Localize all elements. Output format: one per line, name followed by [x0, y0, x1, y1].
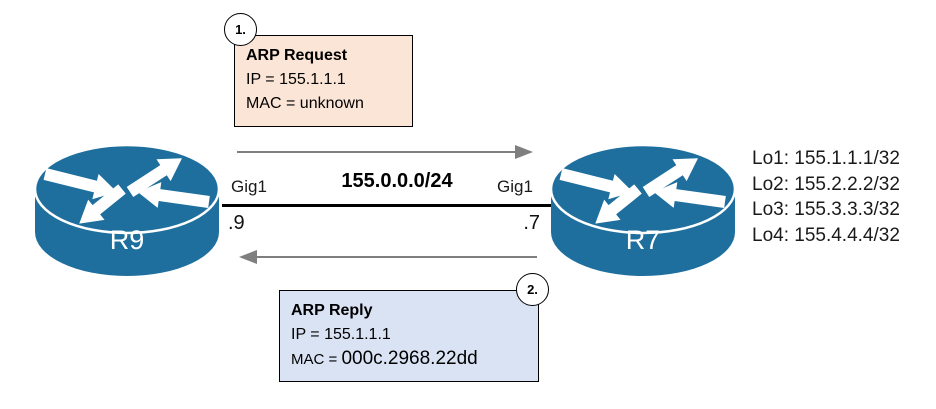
arp-request-arrowhead-icon — [515, 145, 533, 159]
loopback-list: Lo1: 155.1.1.1/32 Lo2: 155.2.2.2/32 Lo3:… — [752, 146, 900, 248]
loopback-item: Lo2: 155.2.2.2/32 — [752, 173, 900, 195]
loopback-item: Lo3: 155.3.3.3/32 — [752, 199, 900, 220]
router-r7-svg: R7 — [549, 143, 737, 276]
router-r9-svg: R9 — [33, 143, 221, 276]
host-address-r9: .9 — [228, 212, 245, 234]
router-r7-name: R7 — [626, 225, 661, 255]
arp-reply-mac-value: 000c.2968.22dd — [341, 348, 478, 369]
arp-request-title: ARP Request — [246, 47, 348, 64]
router-arrows-icon — [559, 158, 726, 224]
arp-reply-ip: IP = 155.1.1.1 — [291, 326, 391, 343]
arp-request-mac: MAC = unknown — [246, 95, 364, 112]
arp-reply-arrowhead-icon — [239, 250, 257, 264]
step-2-badge: 2. — [516, 273, 549, 306]
step-2-label: 2. — [527, 282, 538, 297]
loopback-item: Lo1: 155.1.1.1/32 — [752, 148, 900, 169]
arp-request-arrow-line — [237, 151, 516, 153]
arp-reply-arrow-line — [256, 256, 537, 258]
step-1-badge: 1. — [224, 13, 257, 46]
router-top — [33, 143, 221, 235]
interface-label-r9: Gig1 — [231, 177, 267, 196]
host-address-r7: .7 — [523, 212, 540, 234]
subnet-label: 155.0.0.0/24 — [341, 170, 453, 192]
ethernet-link-line — [222, 204, 558, 207]
loopback-item: Lo4: 155.4.4.4/32 — [752, 224, 900, 246]
arp-reply-mac: MAC = 000c.2968.22dd — [291, 347, 530, 372]
step-1-label: 1. — [235, 22, 246, 37]
router-arrows-icon — [43, 158, 210, 224]
arp-request-callout: ARP Request IP = 155.1.1.1 MAC = unknown — [234, 35, 413, 127]
arp-reply-title: ARP Reply — [291, 302, 373, 319]
interface-label-r7: Gig1 — [497, 177, 533, 196]
router-r7-icon: R7 — [549, 142, 739, 278]
arp-request-ip: IP = 155.1.1.1 — [246, 71, 346, 88]
arp-reply-callout: ARP Reply IP = 155.1.1.1 MAC = 000c.2968… — [279, 290, 539, 382]
router-top — [549, 143, 737, 235]
router-r9-name: R9 — [110, 225, 145, 255]
arp-reply-mac-label: MAC = — [291, 351, 342, 368]
router-r9-icon: R9 — [33, 142, 223, 278]
